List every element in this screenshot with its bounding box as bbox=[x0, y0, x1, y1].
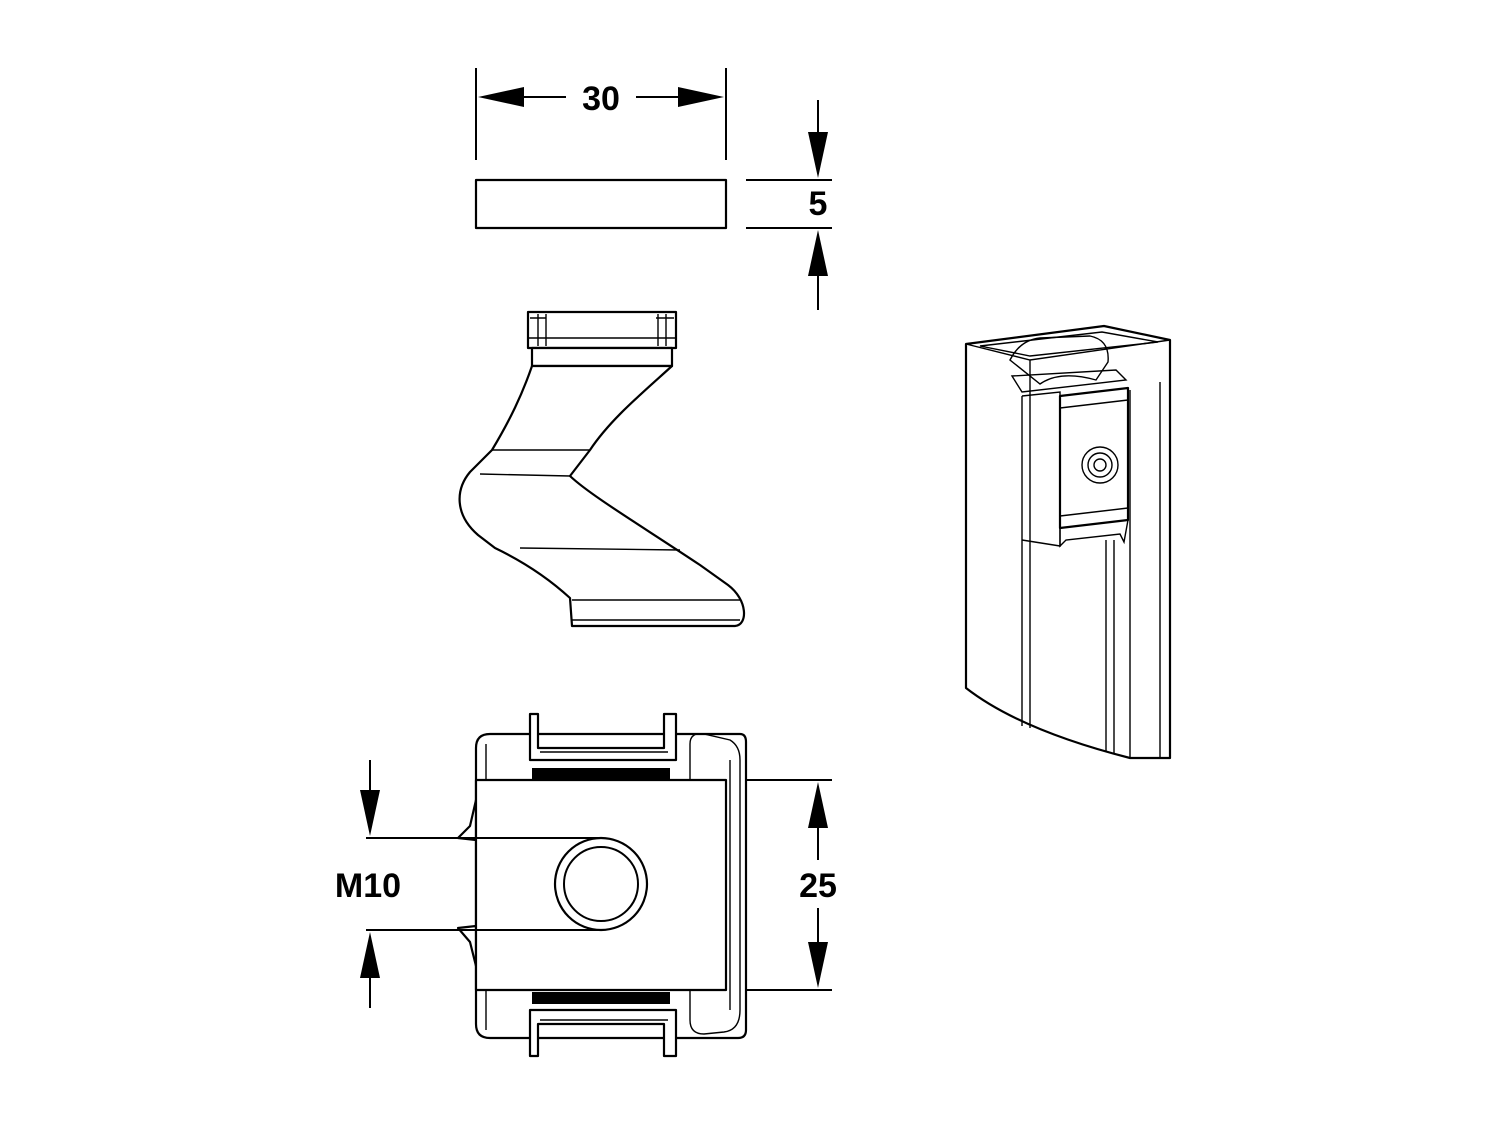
thickness-dimension-label: 5 bbox=[809, 185, 828, 223]
arrow-left-icon bbox=[478, 87, 524, 107]
thread-dimension: M10 bbox=[335, 760, 601, 1008]
arrow-down-icon bbox=[808, 132, 828, 178]
thickness-dimension: 5 bbox=[746, 100, 832, 310]
isometric-installation-view bbox=[964, 324, 1172, 760]
width-dimension: 30 bbox=[475, 68, 727, 160]
arrow-right-icon bbox=[678, 87, 724, 107]
arrow-down-icon bbox=[360, 790, 380, 836]
threaded-hole bbox=[553, 836, 649, 932]
front-view-cage-nut: M10 25 bbox=[335, 712, 837, 1058]
spacing-dimension-label: 25 bbox=[799, 867, 837, 905]
arrow-up-icon bbox=[360, 932, 380, 978]
arrow-up-icon bbox=[808, 230, 828, 276]
side-view-clip bbox=[458, 310, 745, 628]
arrow-up-icon bbox=[808, 782, 828, 828]
spacing-dimension: 25 bbox=[746, 779, 837, 991]
top-view: 30 5 bbox=[474, 68, 832, 310]
thread-dimension-label: M10 bbox=[335, 867, 401, 905]
width-dimension-label: 30 bbox=[582, 80, 620, 118]
plate-top-view bbox=[474, 178, 728, 230]
arrow-down-icon bbox=[808, 942, 828, 988]
